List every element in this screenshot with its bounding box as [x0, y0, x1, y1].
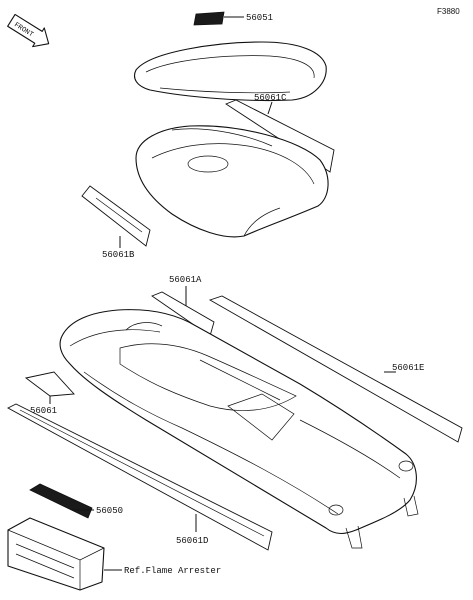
- decal-56061-shape: [24, 371, 75, 397]
- part-56051-decal: 56051: [193, 11, 273, 26]
- deck-recess: [119, 343, 297, 411]
- decal-56051-shape: [193, 11, 225, 26]
- label-56051: 56051: [246, 13, 273, 23]
- decal-56061E-shape: [208, 295, 463, 443]
- bow-handle: [125, 322, 163, 331]
- control-box: [227, 393, 295, 441]
- part-56050-label: 56050: [29, 483, 123, 519]
- part-56061E-decal: 56061E: [208, 295, 463, 443]
- rear-port-left: [328, 504, 344, 516]
- flame-arrester-fins: [15, 543, 75, 579]
- label-56061D: 56061D: [176, 536, 208, 546]
- hull-deck: [59, 309, 419, 549]
- cowling-opening: [187, 155, 229, 173]
- cowling-top-edge: [171, 128, 273, 147]
- part-56061-decal: 56061: [24, 371, 75, 416]
- label-ref-flame-arrester: Ref.Flame Arrester: [124, 566, 221, 576]
- label-56050: 56050: [96, 506, 123, 516]
- leader-56061C: [267, 101, 273, 115]
- cowling-rim: [151, 143, 315, 185]
- decal-56061B-text-band: [95, 197, 143, 233]
- label-56061E: 56061E: [392, 363, 424, 373]
- hull-rear-rail: [299, 419, 401, 479]
- label-56061B: 56061B: [102, 250, 135, 260]
- figure-code: F3880: [437, 7, 460, 16]
- hood-lip: [159, 87, 291, 94]
- label-56061: 56061: [30, 406, 57, 416]
- deck-centerline: [199, 359, 281, 401]
- hood-cover: [133, 41, 327, 102]
- decal-56061D-pattern: [19, 409, 265, 537]
- front-arrow-shape: [7, 13, 50, 48]
- cowling-outline: [135, 125, 329, 238]
- hull-outline: [59, 309, 417, 535]
- label-56061C: 56061C: [254, 93, 287, 103]
- flame-arrester-outline: [7, 517, 105, 591]
- flame-arrester: Ref.Flame Arrester: [7, 517, 221, 591]
- label-56050-shape: [29, 483, 93, 519]
- stern-bumper-left: [345, 525, 363, 549]
- part-56061B-decal: 56061B: [81, 185, 151, 260]
- cowling-front-edge: [243, 207, 281, 237]
- hull-bow-ridge: [69, 329, 161, 347]
- rear-port-right: [398, 460, 414, 472]
- label-56061A: 56061A: [169, 275, 202, 285]
- hood-ridge: [145, 55, 315, 79]
- decal-56061D-shape: [7, 403, 273, 551]
- hood-outline: [133, 41, 327, 102]
- hull-gunwale: [83, 371, 339, 515]
- front-direction-arrow: FRONT: [7, 13, 50, 48]
- decal-56061B-shape: [81, 185, 151, 247]
- part-56061D-decal: 56061D: [7, 403, 273, 551]
- storage-cowling: [135, 125, 329, 238]
- stern-bumper-right: [403, 495, 419, 517]
